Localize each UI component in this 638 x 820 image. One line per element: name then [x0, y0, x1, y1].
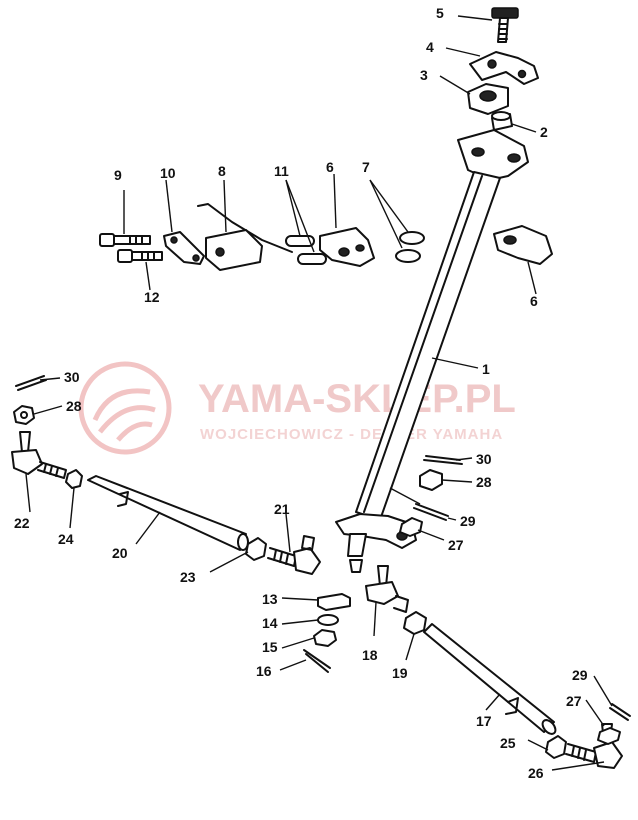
callout-11: 10 — [160, 165, 176, 181]
part-21-nut — [545, 735, 567, 759]
part-6-bracket-left — [319, 227, 375, 267]
callout-26: 24 — [58, 531, 74, 547]
callout-18: 18 — [362, 647, 378, 663]
callout-7: 7 — [362, 159, 370, 175]
callout-29b: 29 — [572, 667, 588, 683]
part-30-pin-left — [15, 375, 47, 391]
part-8-plate — [197, 203, 293, 271]
part-13-washer — [317, 593, 351, 611]
callout-20: 19 — [392, 665, 408, 681]
part-25-nut — [245, 537, 267, 561]
callout-2: 2 — [540, 124, 548, 140]
part-20-nut — [403, 611, 427, 635]
part-4-lock-plate — [469, 51, 539, 85]
watermark-title: YAMA-SKLEP.PL — [198, 377, 516, 421]
part-28-nut-right — [419, 469, 443, 491]
callout-29a: 29 — [460, 513, 476, 529]
callout-15: 15 — [262, 639, 278, 655]
callout-6b: 6 — [530, 293, 538, 309]
callout-5: 5 — [436, 5, 444, 21]
part-11-lever — [163, 231, 205, 265]
callout-28b: 28 — [476, 474, 492, 490]
watermark: YAMA-SKLEP.PL WOJCIECHOWICZ - DEALER YAM… — [78, 361, 516, 455]
part-7-clips — [395, 231, 425, 263]
part-27-washer-right — [399, 517, 423, 537]
part-5-bolt — [491, 7, 519, 43]
callout-13: 13 — [262, 591, 278, 607]
callout-28a: 28 — [66, 398, 82, 414]
watermark-logo-icon — [78, 361, 172, 455]
part-29-pin-right — [413, 503, 449, 521]
part-10-bolt — [99, 233, 151, 247]
part-9-bolt — [117, 249, 163, 263]
callout-23: 21 — [274, 501, 290, 517]
callout-8: 8 — [218, 163, 226, 179]
part-17-tie-rod-right — [423, 623, 557, 735]
part-29-pin-lower-right — [609, 703, 631, 721]
part-15-nut — [313, 629, 337, 647]
callout-25: 23 — [180, 569, 196, 585]
leader-lines — [25, 15, 613, 771]
part-1-steering-shaft — [335, 129, 529, 573]
callout-27b: 27 — [566, 693, 582, 709]
part-26-nut-left — [65, 469, 83, 489]
callout-1: 1 — [482, 361, 490, 377]
callout-9: 12 — [144, 289, 160, 305]
callout-19: 26 — [528, 765, 544, 781]
callout-30b: 30 — [476, 451, 492, 467]
part-6-bracket-right — [493, 225, 553, 265]
callout-21: 25 — [500, 735, 516, 751]
callout-24: 22 — [14, 515, 30, 531]
callout-6a: 6 — [326, 159, 334, 175]
callout-27a: 27 — [448, 537, 464, 553]
callout-22: 20 — [112, 545, 128, 561]
part-27-washer-lower-right — [597, 727, 621, 745]
part-16-pin — [303, 649, 331, 673]
callout-3: 3 — [420, 67, 428, 83]
callout-4: 4 — [426, 39, 434, 55]
callout-17: 17 — [476, 713, 492, 729]
part-18-tie-rod-end — [365, 565, 409, 613]
part-24-tie-rod-end-left — [11, 431, 67, 479]
part-2-bushing — [491, 111, 513, 131]
callout-labels: 5 4 3 2 6 7 11 8 10 9 12 6 1 30 28 30 28… — [14, 5, 588, 781]
part-30-pin-right — [423, 455, 463, 465]
callout-12: 11 — [274, 163, 289, 179]
callout-30a: 30 — [64, 369, 80, 385]
part-14-washer — [317, 614, 339, 626]
callout-16: 16 — [256, 663, 272, 679]
callout-14: 14 — [262, 615, 278, 631]
part-3-upper-holder — [467, 83, 509, 115]
callout-10: 9 — [114, 167, 122, 183]
watermark-subtitle: WOJCIECHOWICZ - DEALER YAMAHA — [200, 426, 503, 443]
part-22-tie-rod-left — [87, 475, 249, 551]
part-28-nut-left — [13, 405, 35, 425]
part-23-tie-rod-end — [267, 535, 321, 575]
